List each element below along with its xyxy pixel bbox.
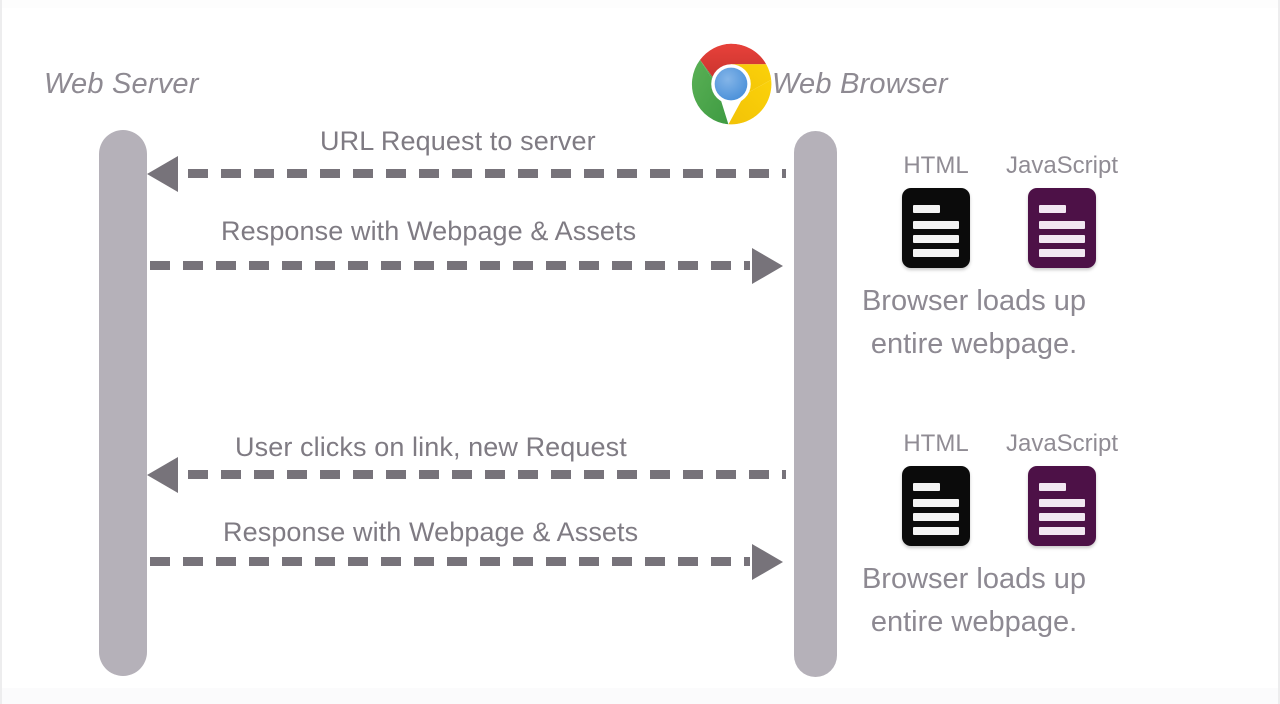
asset-group-2: HTML JavaScript Browser loads up entire …	[852, 430, 1118, 640]
doc-line	[913, 221, 959, 229]
message-label-2: Response with Webpage & Assets	[221, 216, 637, 246]
doc-line	[913, 483, 940, 491]
javascript-document-icon-2	[1028, 466, 1096, 546]
lifeline-web-server	[99, 130, 147, 676]
asset-caption-html-2: HTML	[903, 430, 969, 457]
asset-caption-javascript-1: JavaScript	[1005, 152, 1119, 179]
message-line-1	[188, 169, 786, 178]
doc-line	[913, 249, 959, 257]
arrowhead-left-3	[147, 457, 178, 493]
doc-line	[913, 205, 940, 213]
doc-line	[1039, 235, 1085, 243]
chrome-logo-icon	[690, 43, 772, 125]
doc-line	[1039, 205, 1066, 213]
asset-javascript-2: JavaScript	[972, 430, 1152, 550]
asset-note-2-line-2: entire webpage.	[870, 605, 1078, 638]
doc-line	[1039, 221, 1085, 229]
message-label-4: Response with Webpage & Assets	[223, 517, 639, 547]
asset-html-1: HTML	[876, 152, 996, 272]
message-label-1: URL Request to server	[320, 126, 596, 156]
asset-note-1-line-1: Browser loads up	[861, 285, 1087, 317]
actor-label-web-server: Web Server	[44, 68, 199, 100]
asset-note-1: Browser loads up entire webpage.	[824, 280, 1124, 365]
lifeline-web-browser	[794, 131, 837, 677]
javascript-document-icon-1	[1028, 188, 1096, 268]
top-edge-band	[2, 0, 1278, 8]
asset-note-2-line-1: Browser loads up	[861, 563, 1087, 595]
asset-caption-html-1: HTML	[903, 152, 969, 179]
doc-line	[913, 235, 959, 243]
message-line-2	[150, 261, 750, 270]
html-document-icon-1	[902, 188, 970, 268]
message-line-4	[150, 557, 750, 566]
html-document-icon-2	[902, 466, 970, 546]
asset-note-2: Browser loads up entire webpage.	[824, 558, 1124, 643]
asset-javascript-1: JavaScript	[972, 152, 1152, 272]
doc-line	[1039, 249, 1085, 257]
doc-line	[913, 513, 959, 521]
asset-html-2: HTML	[876, 430, 996, 550]
asset-caption-javascript-2: JavaScript	[1005, 430, 1119, 457]
arrowhead-left-1	[147, 156, 178, 192]
arrowhead-right-4	[752, 544, 783, 580]
doc-line	[1039, 527, 1085, 535]
doc-line	[913, 527, 959, 535]
message-line-3	[188, 470, 786, 479]
doc-line	[913, 499, 959, 507]
actor-label-web-browser: Web Browser	[772, 68, 948, 100]
doc-line	[1039, 483, 1066, 491]
bottom-edge-band	[2, 688, 1278, 704]
doc-line	[1039, 513, 1085, 521]
message-label-3: User clicks on link, new Request	[235, 432, 627, 462]
arrowhead-right-2	[752, 248, 783, 284]
asset-group-1: HTML JavaScript Browser loads up entire …	[852, 152, 1118, 362]
asset-note-1-line-2: entire webpage.	[870, 327, 1078, 360]
doc-line	[1039, 499, 1085, 507]
